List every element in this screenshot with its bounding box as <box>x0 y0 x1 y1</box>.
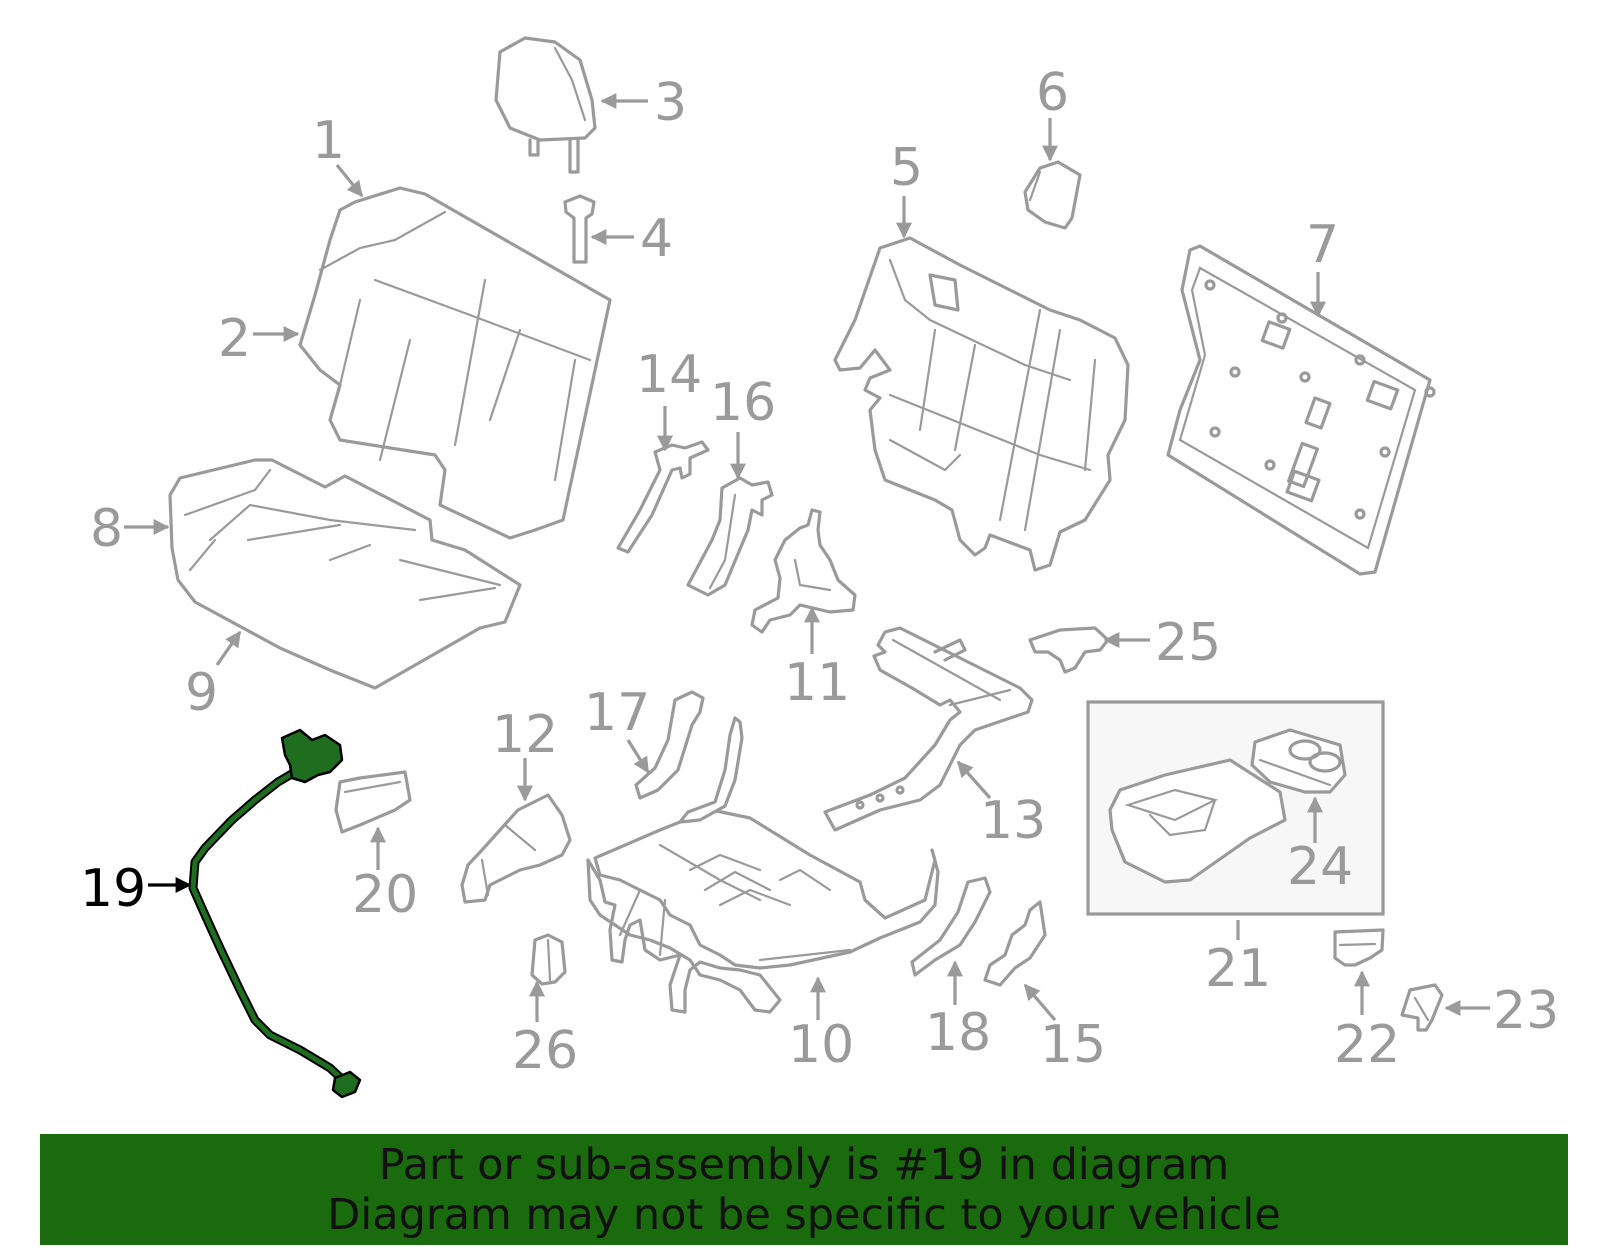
banner-line-2: Diagram may not be specific to your vehi… <box>327 1190 1281 1240</box>
trim-cover-20 <box>334 770 412 834</box>
seat-back-panel <box>1166 244 1436 576</box>
callout-17: 17 <box>584 683 650 743</box>
seat-cushion-frame <box>586 716 940 1014</box>
headrest-guide <box>563 194 596 264</box>
clip-26 <box>530 933 567 986</box>
callout-23: 23 <box>1493 981 1559 1041</box>
bracket-25 <box>1028 626 1110 674</box>
callout-14: 14 <box>636 345 702 405</box>
callout-8: 8 <box>90 499 123 559</box>
seat-cushion <box>168 458 522 690</box>
bracket-16 <box>686 476 774 597</box>
callout-2: 2 <box>218 309 251 369</box>
callout-26: 26 <box>512 1021 578 1081</box>
callout-5: 5 <box>890 138 923 198</box>
leader-lines <box>124 93 1490 1022</box>
clip-22 <box>1333 928 1385 967</box>
callout-6: 6 <box>1036 63 1069 123</box>
callout-13: 13 <box>980 791 1046 851</box>
release-cable-19[interactable] <box>188 728 362 1099</box>
callout-4: 4 <box>640 209 673 269</box>
info-banner: Part or sub-assembly is #19 in diagram D… <box>40 1134 1568 1245</box>
cross-rail-13 <box>823 626 1034 832</box>
callout-11: 11 <box>784 653 850 713</box>
latch-cover <box>1023 160 1082 230</box>
callout-7: 7 <box>1306 215 1339 275</box>
clip-23 <box>1400 983 1444 1032</box>
callout-1: 1 <box>312 111 345 171</box>
bracket-14 <box>616 440 710 554</box>
callout-18: 18 <box>925 1003 991 1063</box>
banner-line-1: Part or sub-assembly is #19 in diagram <box>378 1140 1230 1190</box>
bracket-18 <box>910 876 992 977</box>
callout-12: 12 <box>492 705 558 765</box>
bracket-15 <box>983 900 1047 987</box>
callout-20: 20 <box>352 865 418 925</box>
callout-9: 9 <box>185 663 218 723</box>
armrest-inset-box <box>1086 700 1385 916</box>
seat-back-frame <box>833 236 1130 572</box>
callout-16: 16 <box>710 373 776 433</box>
bracket-17 <box>634 690 705 800</box>
callout-21: 21 <box>1205 939 1271 999</box>
callout-24: 24 <box>1287 837 1353 897</box>
seat-back-cushion <box>298 186 612 540</box>
callout-25: 25 <box>1155 613 1221 673</box>
callout-22: 22 <box>1334 1015 1400 1075</box>
callout-labels: 1 2 3 4 5 6 7 8 9 14 16 11 25 13 12 17 2… <box>80 63 1559 1081</box>
hinge-12 <box>460 793 572 904</box>
headrest <box>494 36 597 174</box>
callout-10: 10 <box>788 1015 854 1075</box>
hinge-11 <box>750 508 857 634</box>
callout-15: 15 <box>1040 1015 1106 1075</box>
callout-3: 3 <box>654 73 687 133</box>
callout-19[interactable]: 19 <box>80 859 146 919</box>
